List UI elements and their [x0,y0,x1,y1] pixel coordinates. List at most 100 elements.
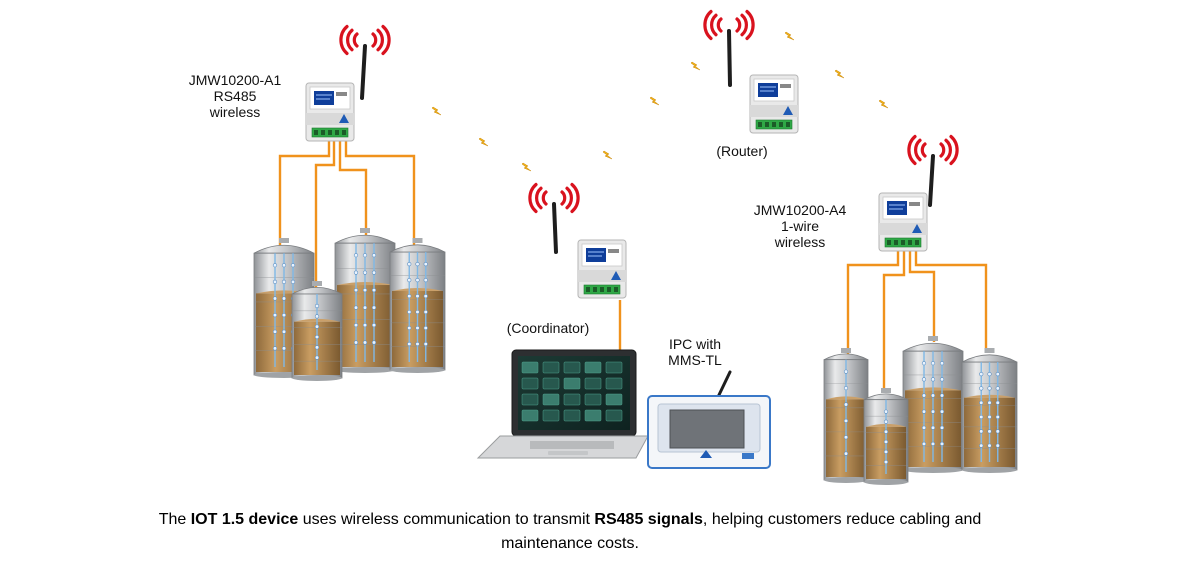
lightning-icon [649,96,660,106]
laptop-touchpad [548,451,588,455]
sensor-node [371,322,377,328]
silo-right-4 [863,388,909,485]
sensor-node [921,377,927,382]
dashboard-tile [542,377,560,390]
sensor-node [930,441,936,446]
sensor-node [281,346,287,351]
dashboard-tile [563,393,581,406]
cable-a4-3 [908,248,936,342]
silo-left-2 [334,228,396,373]
sensor-node [921,409,927,414]
silo-roof [863,393,909,401]
sensor-node [362,288,368,293]
sensor-node [272,296,278,301]
cable-a1-2 [314,140,336,290]
label-ipc-line1: IPC with [668,336,722,352]
caption-line-1: The IOT 1.5 device uses wireless communi… [60,508,1080,532]
silo-base [824,477,868,483]
signal-arc [939,142,946,158]
terminal-screw [779,122,783,127]
terminal-screw [786,122,790,127]
silo-base [292,375,342,381]
caption-bold-2: RS485 signals [594,511,703,528]
label-device-a4-line2: 1-wire [780,218,820,234]
sensor-node [272,329,278,334]
silo-vent [360,228,370,233]
sensor-node [995,443,1000,448]
silo-base [390,367,445,373]
sensor-node [415,262,420,267]
cable-a4-4 [914,248,988,352]
signal-arc [381,24,391,56]
terminal-screw [335,130,339,135]
signal-arc [371,32,378,48]
sensor-node [921,361,927,366]
silo-vent [312,281,322,286]
device-label-text [608,249,619,253]
sensor-node [979,372,984,377]
ipc-device [647,370,771,469]
terminal-screw [328,130,332,135]
logo-icon [700,450,712,458]
silo-vent [279,238,289,243]
silo-left-3 [389,238,446,373]
dashboard-tile [605,377,623,390]
wireless-bolt-5 [649,96,660,106]
terminal-screw [908,240,912,245]
sensor-node [843,402,849,407]
device-a4 [878,192,928,252]
terminal-screw [765,122,769,127]
label-device-a4: JMW10200-A4 1-wire wireless [735,202,865,250]
terminal-screw [915,240,919,245]
label-coordinator: (Coordinator) [506,320,590,336]
ipc-antenna-rod [716,370,732,399]
silo-base [962,467,1017,473]
signal-arc [352,32,359,48]
device-display [314,91,334,105]
sensor-node [281,296,287,301]
device-label-text [336,92,347,96]
sensor-node [362,305,368,310]
sensor-node [407,293,412,299]
lightning-icon [478,137,489,147]
antenna-a1 [339,24,391,100]
wireless-bolt-1 [431,106,442,116]
wireless-bolt-6 [690,61,701,71]
sensor-node [987,429,992,434]
sensor-node [883,449,889,454]
sensor-node [987,372,992,377]
sensor-node [843,451,849,456]
dashboard-tile [563,361,581,374]
wireless-bolt-9 [878,99,889,109]
antenna-rod [552,202,558,254]
silo-roof [389,244,446,253]
wireless-bolt-2 [478,137,489,147]
cable-a4-2 [882,248,906,392]
sensor-node [353,288,359,293]
dashboard-tile [521,361,539,374]
signal-arc [570,182,580,214]
signal-arc [740,13,748,37]
label-ipc: IPC with MMS-TL [650,336,740,368]
sensor-node [987,386,992,391]
sensor-node [423,325,428,331]
sensor-node [921,393,927,398]
sensor-node [995,429,1000,434]
device-coordinator [577,239,627,299]
device-front-panel [306,113,354,125]
terminal-screw [614,287,618,292]
sensor-node [423,341,428,347]
sensor-node [314,324,320,329]
sensor-node [407,341,412,347]
sensor-node [939,377,945,382]
sensor-node [995,372,1000,377]
sensor-node [371,253,377,258]
sensor-node [272,263,278,268]
silo-base [335,367,395,373]
terminal-screw [887,240,891,245]
dashboard-tile [542,409,560,422]
sensor-node [407,262,412,267]
caption-text-3: , helping customers reduce cabling and [702,511,982,528]
sensor-node [939,393,945,398]
